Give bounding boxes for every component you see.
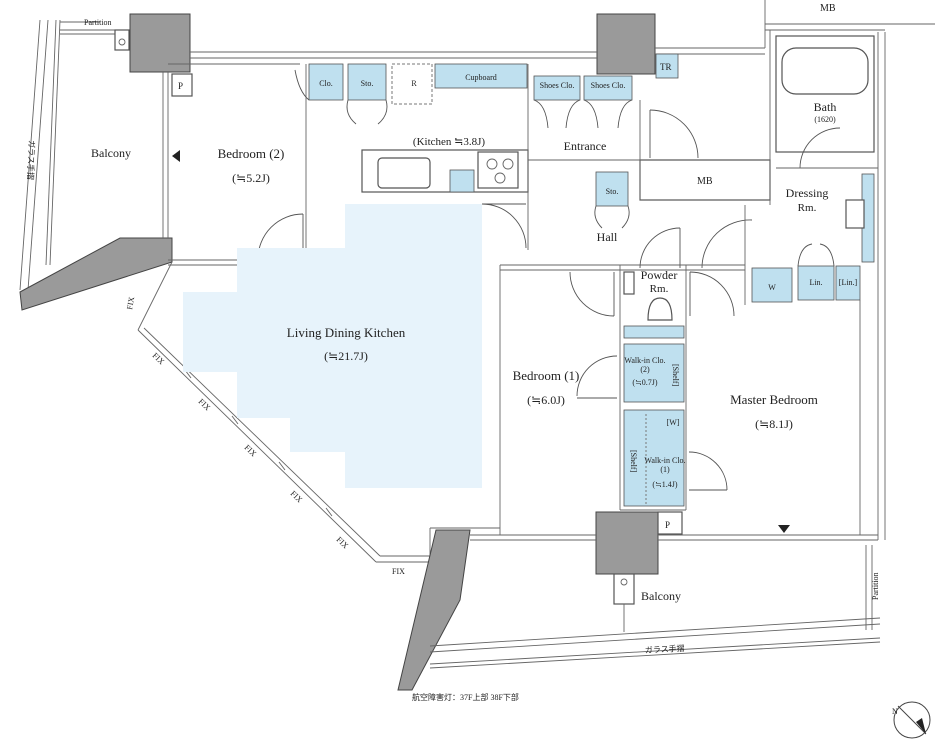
fix-label: FIX	[289, 489, 305, 505]
powder-room-label: Rm.	[650, 283, 669, 295]
wic-1-num: (1)	[660, 465, 670, 474]
powder-room-label: Powder	[641, 268, 678, 282]
kitchen-label: (Kitchen ≒3.8J)	[413, 136, 485, 148]
mb-label: MB	[820, 3, 836, 14]
glass-rail-bottom-label: ガラス手摺	[645, 643, 685, 655]
wic-2-shelf: [Shelf]	[671, 364, 680, 387]
structural-column	[595, 511, 659, 575]
master-bedroom-name: Master Bedroom	[730, 392, 818, 407]
entrance-area	[481, 53, 771, 250]
wic-1-shelf: [Shelf]	[629, 450, 638, 473]
wic-2-name: Walk-in Clo.	[624, 356, 665, 365]
sto-label: Sto.	[361, 79, 374, 88]
entrance-label: Entrance	[564, 139, 607, 153]
dressing-label: Dressing	[786, 186, 829, 200]
svg-text:N: N	[892, 707, 898, 716]
bottom-balcony-rail: ガラス手摺	[429, 545, 881, 669]
wic-2-num: (2)	[640, 365, 650, 374]
bedroom-2-size: (≒5.2J)	[232, 171, 270, 185]
cupboard-label: Cupboard	[465, 73, 497, 82]
fix-label: FIX	[197, 397, 213, 413]
wic-1-name: Walk-in Clo.	[644, 456, 685, 465]
bath-label: Bath	[814, 100, 837, 114]
mb-label: MB	[697, 176, 713, 187]
structural-column	[596, 13, 656, 75]
r-label: R	[411, 79, 417, 88]
ldk-size: (≒21.7J)	[324, 349, 368, 363]
partition-label: Partition	[84, 18, 112, 27]
linen-label: Lin.	[809, 278, 822, 287]
fix-label: FIX	[335, 535, 351, 551]
compass-icon: N	[892, 701, 931, 739]
bedroom-1-size: (≒6.0J)	[527, 393, 565, 407]
left-balcony: ガラス手摺	[19, 19, 130, 291]
p-label: P	[178, 81, 183, 91]
hall-label: Hall	[597, 230, 618, 244]
balcony-left-label: Balcony	[91, 146, 131, 160]
outer-walls	[137, 0, 935, 563]
master-bedroom-size: (≒8.1J)	[755, 417, 793, 431]
wic-1-size: (≒1.4J)	[652, 480, 677, 489]
fix-label: FIX	[125, 296, 136, 310]
structural-column	[129, 13, 191, 73]
kitchen-counter	[361, 149, 529, 193]
wic-2-size: (≒0.7J)	[632, 378, 657, 387]
bedroom-2-name: Bedroom (2)	[218, 146, 285, 161]
tr-label: TR	[660, 62, 672, 72]
labels: Partition Partition MB MB TR P P Balcony…	[84, 3, 880, 702]
ldk-floor	[183, 204, 482, 488]
sto-label: Sto.	[606, 187, 619, 196]
bedroom-1-name: Bedroom (1)	[513, 368, 580, 383]
bedroom-2	[168, 63, 308, 266]
bath-dressing	[701, 30, 878, 305]
fix-label: FIX	[151, 351, 167, 367]
storage-strip	[294, 63, 528, 125]
balcony-wing-left	[19, 237, 173, 311]
partition-label: Partition	[871, 572, 880, 600]
shoes-closet-label: Shoes Clo.	[540, 81, 575, 90]
clo-label: Clo.	[319, 79, 333, 88]
wic-1-w: [W]	[667, 418, 680, 427]
washer-label: W	[768, 283, 776, 292]
fix-label: FIX	[392, 567, 405, 576]
balcony-bottom-label: Balcony	[641, 589, 681, 603]
linen-label: [Lin.]	[839, 278, 858, 287]
glass-rail-left-label: ガラス手摺	[26, 140, 37, 180]
shoes-closet-label: Shoes Clo.	[591, 81, 626, 90]
bath-size: (1620)	[814, 115, 836, 124]
aviation-light-note: 航空障害灯：37F上部 38F下部	[412, 692, 519, 702]
inner-rooms	[499, 227, 861, 535]
balcony-wing-bottom	[397, 529, 471, 691]
p-label: P	[665, 520, 670, 530]
ldk-name: Living Dining Kitchen	[287, 325, 406, 340]
dressing-label: Rm.	[798, 202, 817, 214]
